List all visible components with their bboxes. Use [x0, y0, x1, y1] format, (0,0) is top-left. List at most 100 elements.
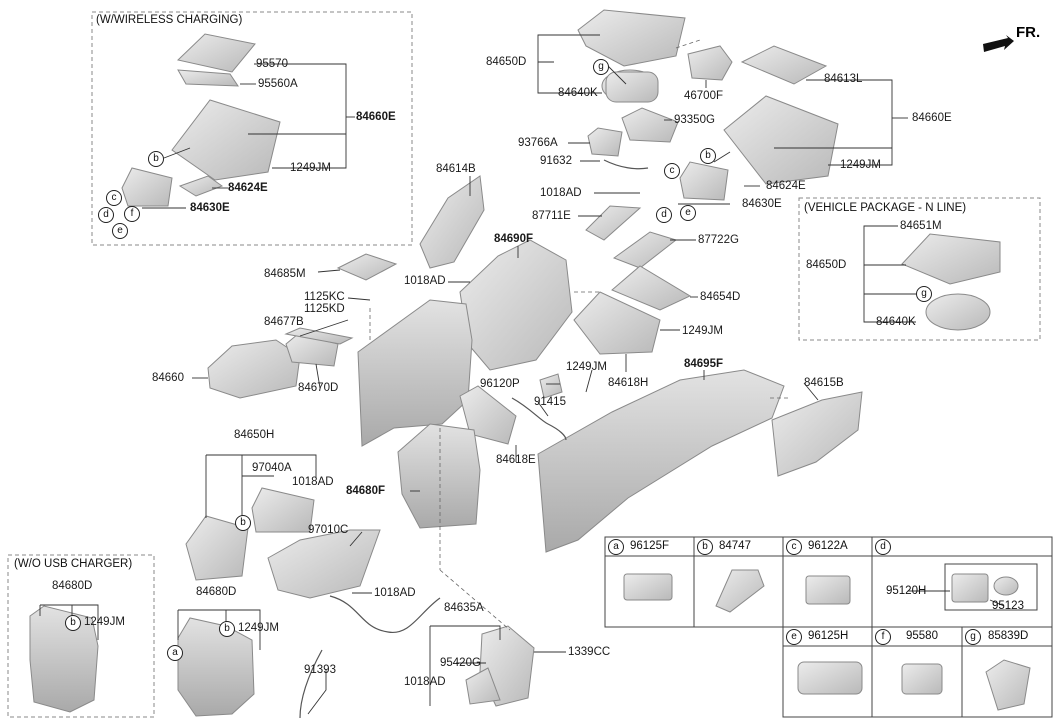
label-84660: 84660 [152, 372, 184, 384]
legend-img-c [805, 575, 851, 605]
label-84654D: 84654D [700, 291, 741, 303]
part-84680D-b [177, 617, 255, 717]
label-95570: 95570 [256, 58, 288, 70]
callout-d-wireless: d [98, 207, 114, 223]
part-84654D [611, 265, 692, 311]
part-84660E-a [171, 99, 281, 181]
label-91632: 91632 [540, 155, 572, 167]
label-84690F: 84690F [494, 233, 534, 245]
label-1018AD-a: 1018AD [540, 187, 582, 199]
part-84615B [771, 391, 863, 477]
label-84614B: 84614B [436, 163, 476, 175]
wire-91415 [511, 397, 567, 441]
legend-key-b: b [697, 539, 713, 555]
legend-img-d2 [993, 576, 1019, 596]
label-84640K-b: 84640K [876, 316, 916, 328]
label-1018AD-b: 1018AD [404, 275, 446, 287]
label-1018AD-e: 1018AD [404, 676, 446, 688]
label-93766A: 93766A [518, 137, 558, 149]
label-84618E: 84618E [496, 454, 536, 466]
part-84680F [397, 423, 481, 529]
label-97010C: 97010C [308, 524, 349, 536]
label-46700F: 46700F [684, 90, 724, 102]
legend-key-a: a [608, 539, 624, 555]
label-84660E-a: 84660E [356, 111, 396, 123]
callout-b-wireless: b [148, 151, 164, 167]
part-97010C [267, 529, 381, 599]
part-97040A [251, 487, 315, 533]
part-84677B [284, 327, 354, 345]
label-84615B: 84615B [804, 377, 844, 389]
npackage-box [798, 197, 1041, 341]
label-1249JM-f: 1249JM [238, 622, 279, 634]
legend-code-f: 95580 [906, 630, 938, 642]
direction-label: FR. [1016, 24, 1041, 41]
callout-b-84680D: b [219, 621, 235, 637]
legend-key-f: f [875, 629, 891, 645]
label-84624E-b: 84624E [766, 180, 806, 192]
legend-subcode-95120H: 95120H [886, 585, 927, 597]
part-84650D-b [901, 233, 1001, 285]
label-1249JM-c: 1249JM [682, 325, 723, 337]
part-84690F [459, 239, 573, 371]
label-84640K-a: 84640K [558, 87, 598, 99]
label-84660E-b: 84660E [912, 112, 952, 124]
legend-code-a: 96125F [630, 540, 670, 552]
label-1249JM-b: 1249JM [840, 159, 881, 171]
callout-e-right: e [680, 205, 696, 221]
callout-b-right: b [700, 148, 716, 164]
part-84630E-a [121, 167, 173, 207]
part-46700F [687, 45, 733, 81]
label-93350G: 93350G [674, 114, 715, 126]
label-84650D-b: 84650D [806, 259, 847, 271]
label-84630E-a: 84630E [190, 202, 230, 214]
callout-a-84680D: a [167, 645, 183, 661]
label-84680D-a: 84680D [52, 580, 93, 592]
legend-key-c: c [786, 539, 802, 555]
label-91415: 91415 [534, 396, 566, 408]
fr-arrow-icon [983, 35, 1014, 52]
npackage-box-title: (VEHICLE PACKAGE - N LINE) [804, 202, 967, 214]
part-95570 [176, 33, 256, 73]
part-84650H [185, 515, 249, 581]
part-84635A [465, 667, 501, 705]
part-93350G [621, 107, 679, 143]
label-84651M: 84651M [900, 220, 942, 232]
label-84677B: 84677B [264, 316, 304, 328]
callout-d-right: d [656, 207, 672, 223]
part-84614B [419, 175, 485, 269]
label-87722G: 87722G [698, 234, 739, 246]
legend-code-b: 84747 [719, 540, 751, 552]
callout-c-wireless: c [106, 190, 122, 206]
legend-code-e: 96125H [808, 630, 849, 642]
legend-img-b [715, 569, 765, 613]
callout-g-npackage: g [916, 286, 932, 302]
legend-table [604, 536, 1053, 718]
wireless-box-title: (W/WIRELESS CHARGING) [96, 14, 243, 26]
label-84618H: 84618H [608, 377, 649, 389]
label-1249JM-a: 1249JM [290, 162, 331, 174]
usb-box-title: (W/O USB CHARGER) [14, 558, 133, 570]
part-84640K-b [925, 293, 991, 331]
legend-d-inner-box [944, 563, 1038, 611]
part-93766A [587, 127, 623, 157]
legend-key-d: d [875, 539, 891, 555]
part-96120P [539, 373, 563, 399]
legend-img-a [623, 573, 673, 601]
part-84618H [573, 291, 661, 355]
usb-box [7, 554, 155, 718]
part-84685M [336, 253, 398, 281]
callout-g-top: g [593, 59, 609, 75]
part-84650D-a [577, 9, 686, 67]
label-1249JM-e: 1249JM [84, 616, 125, 628]
label-1018AD-c: 1018AD [292, 476, 334, 488]
label-84685M: 84685M [264, 268, 306, 280]
label-1125KC: 1125KC [304, 291, 345, 303]
legend-img-d1 [951, 573, 989, 603]
legend-key-g: g [965, 629, 981, 645]
legend-key-e: e [786, 629, 802, 645]
label-84695F: 84695F [684, 358, 724, 370]
part-87711E [585, 205, 642, 241]
legend-code-g: 85839D [988, 630, 1029, 642]
